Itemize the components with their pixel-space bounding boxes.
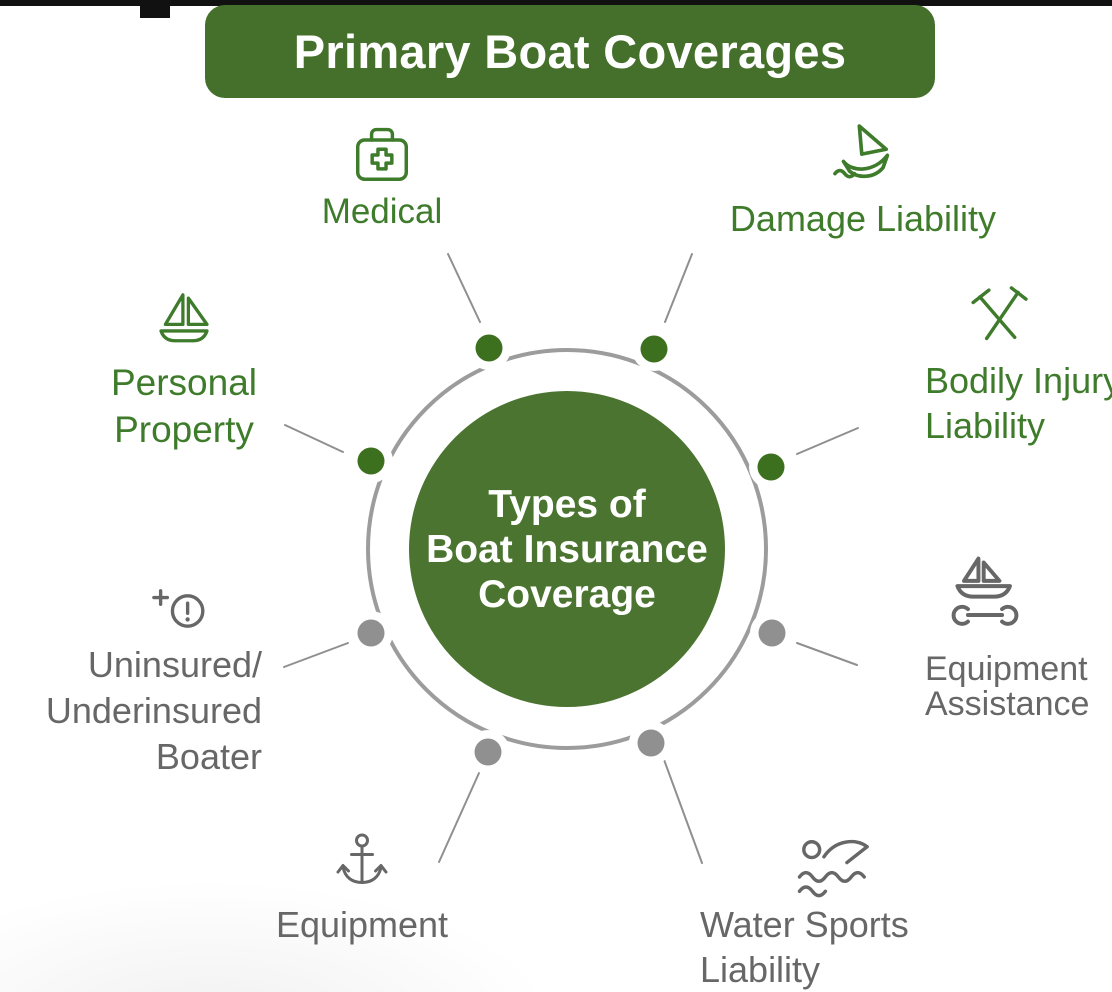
spoke-label-text: Property [114, 409, 254, 450]
connector-line-equipment-assistance [796, 642, 858, 666]
title-banner: Primary Boat Coverages [205, 5, 935, 98]
spoke-label-uninsured-underinsured-boater: Uninsured/ Underinsured Boater [8, 584, 262, 780]
sinking-sailboat-icon [824, 120, 902, 198]
node-halo [750, 611, 794, 655]
node-dot-uninsured-boater [357, 619, 385, 647]
spoke-label-text: Medical [321, 192, 443, 231]
node-halo [466, 730, 510, 774]
spoke-label-text: Assistance [925, 685, 1090, 723]
node-dot-water-sports [637, 729, 665, 757]
spoke-label-text: Liability [700, 949, 821, 990]
node-halo [467, 326, 511, 370]
node-halo [749, 445, 793, 489]
hub-title-line: Coverage [478, 572, 656, 616]
boat-wrench-icon [943, 552, 1027, 636]
hub-title-line: Boat Insurance [426, 527, 708, 571]
spoke-label-text: Equipment [275, 904, 449, 945]
connector-line-bodily-injury [796, 427, 859, 455]
node-dot-damage-liability [640, 335, 668, 363]
spoke-label-text: Liability [925, 405, 1046, 446]
node-dot-medical [475, 334, 503, 362]
connector-line-damage-liability [664, 253, 693, 323]
boat-alert-icon [146, 584, 218, 638]
connector-line-water-sports [662, 756, 703, 864]
spoke-label-equipment-assistance: Equipment Assistance [925, 552, 1112, 722]
first-aid-kit-icon [345, 118, 419, 192]
spoke-label-damage-liability: Damage Liability [706, 120, 1020, 240]
spoke-label-bodily-injury-liability: Bodily Injury Liability [925, 280, 1112, 448]
node-halo [349, 611, 393, 655]
connector-line-medical [447, 253, 481, 323]
swimmer-icon [788, 828, 880, 900]
spoke-label-text: Equipment [925, 650, 1088, 688]
spoke-label-text: Bodily Injury [925, 360, 1112, 401]
node-dot-equipment [474, 738, 502, 766]
spoke-label-text: Damage Liability [729, 198, 997, 239]
node-halo [349, 439, 393, 483]
top-edge-bar [0, 0, 1112, 6]
node-dot-bodily-injury [757, 453, 785, 481]
spoke-label-medical: Medical [282, 118, 482, 232]
connector-line-uninsured-boater [283, 642, 349, 668]
node-dot-personal-property [357, 447, 385, 475]
node-halo [629, 721, 673, 765]
spoke-label-text: Personal [110, 362, 258, 403]
spoke-label-text: Boater [155, 736, 262, 777]
spoke-label-equipment: Equipment [254, 830, 470, 948]
node-halo [632, 327, 676, 371]
node-dot-equipment-assistance [758, 619, 786, 647]
page-title: Primary Boat Coverages [293, 25, 847, 78]
spoke-label-water-sports-liability: Water Sports Liability [700, 828, 935, 992]
hub-title-line: Types of [488, 482, 646, 526]
spoke-label-text: Water Sports [700, 904, 909, 945]
spoke-label-text: Underinsured [45, 690, 262, 731]
anchor-icon [330, 830, 394, 894]
hub-circle: Types of Boat Insurance Coverage [409, 391, 725, 707]
sailboat-icon [149, 285, 219, 355]
crossed-crutches-icon [963, 280, 1035, 352]
top-edge-notch [140, 0, 170, 18]
spoke-label-text: Uninsured/ [87, 644, 262, 685]
spoke-label-personal-property: Personal Property [58, 285, 310, 453]
